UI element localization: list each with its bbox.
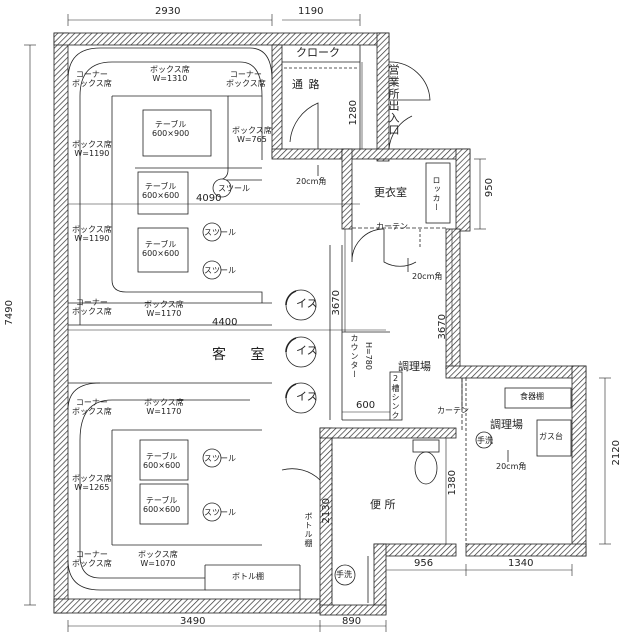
chair-label-3: イス xyxy=(296,390,318,403)
chair-label-1: イス xyxy=(296,297,318,310)
curtain-label-2: カーテン xyxy=(437,406,469,415)
kitchen-label-2: 調理場 xyxy=(490,418,523,431)
stool-label-5: スツール xyxy=(204,508,236,517)
booth-lower xyxy=(67,382,301,599)
dim-bottom-mid: 890 xyxy=(342,616,362,627)
dim-bottom-1340: 1340 xyxy=(508,558,534,569)
dressing-label: 更衣室 xyxy=(374,186,407,199)
cloak-label: クローク xyxy=(296,46,340,59)
entrance-label: 営業所出入口 xyxy=(387,64,400,136)
duct-label-2: 20cm角 xyxy=(412,272,443,281)
dim-left-total: 7490 xyxy=(4,300,15,326)
stools xyxy=(202,178,232,522)
dim-right-950: 950 xyxy=(484,178,495,198)
locker xyxy=(425,162,451,224)
locker-label: ロッカー xyxy=(432,176,441,212)
duct-label-3: 20cm角 xyxy=(496,462,527,471)
cloak-room xyxy=(282,45,361,149)
counter-label: カウンター xyxy=(350,334,359,379)
dim-bottom-956: 956 xyxy=(414,558,434,569)
dim-inner-1280: 1280 xyxy=(348,100,359,126)
corridor-label: 通 路 xyxy=(292,78,321,91)
dim-top-right: 1190 xyxy=(298,6,324,17)
chair-label-2: イス xyxy=(296,344,318,357)
toilet-fixture xyxy=(334,439,440,603)
tableware-label: 食器棚 xyxy=(520,392,544,401)
bottle-label-1: ボトル棚 xyxy=(304,512,313,548)
duct-label-1: 20cm角 xyxy=(296,177,327,186)
stool-label-1: スツール xyxy=(218,184,250,193)
kitchen-label-1: 調理場 xyxy=(398,360,431,373)
guest-room-label: 客 室 xyxy=(212,347,275,363)
dim-right-2120: 2120 xyxy=(611,440,622,466)
dim-inner-3670a: 3670 xyxy=(331,290,342,316)
dim-inner-600: 600 xyxy=(356,400,376,411)
dim-inner-3670b: 3670 xyxy=(437,314,448,340)
tables xyxy=(137,109,212,525)
dim-inner-4400: 4400 xyxy=(212,317,238,328)
booth-corner-tr: コーナーボックス席 xyxy=(226,70,266,88)
stool-label-4: スツール xyxy=(204,454,236,463)
dim-bottom-left: 3490 xyxy=(180,616,206,627)
walls xyxy=(53,32,587,616)
dimension-lines xyxy=(24,14,611,632)
dim-inner-1380: 1380 xyxy=(447,470,458,496)
booth-corner-bl1: コーナーボックス席 xyxy=(72,398,112,416)
dim-inner-4090: 4090 xyxy=(196,193,222,204)
kitchen-fixtures xyxy=(465,378,572,544)
dim-top-left: 2930 xyxy=(155,6,181,17)
chairs xyxy=(285,289,317,414)
booth-corner-tl: コーナーボックス席 xyxy=(72,70,112,88)
counter-height: H=780 xyxy=(364,342,373,370)
sink-label: 2槽シンク xyxy=(391,374,400,420)
gas-label: ガス台 xyxy=(539,432,563,441)
doors xyxy=(281,61,463,481)
handwash-label-1: 手洗 xyxy=(336,570,352,579)
counter xyxy=(329,229,421,421)
toilet-label: 便 所 xyxy=(370,498,396,511)
curtain-label-1: カーテン xyxy=(376,222,408,231)
stool-label-2: スツール xyxy=(204,228,236,237)
booth-upper xyxy=(67,47,273,326)
duct-markers xyxy=(317,165,509,462)
bottle-label-2: ボトル棚 xyxy=(232,572,264,581)
dim-inner-2130: 2130 xyxy=(321,498,332,524)
stool-label-3: スツール xyxy=(204,266,236,275)
curtains xyxy=(352,227,463,430)
booth-corner-bl2: コーナーボックス席 xyxy=(72,550,112,568)
handwash-label-2: 手洗 xyxy=(477,436,493,445)
booth-corner-ml: コーナーボックス席 xyxy=(72,298,112,316)
